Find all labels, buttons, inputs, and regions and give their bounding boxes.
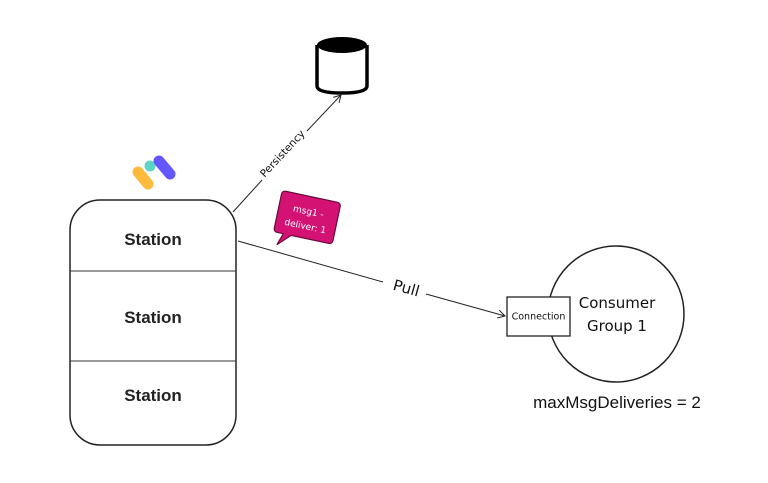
consumer-group: Consumer Group 1 xyxy=(547,245,685,383)
max-msg-deliveries-note: maxMsgDeliveries = 2 xyxy=(533,393,701,412)
station-container xyxy=(69,199,237,446)
station-label[interactable]: Station xyxy=(124,308,182,327)
consumer-group-line1: Consumer xyxy=(579,294,656,312)
connection-box[interactable]: Connection xyxy=(506,296,571,337)
connection-label: Connection xyxy=(512,312,566,323)
consumer-group-line2: Group 1 xyxy=(587,317,647,335)
message-bubble: msg1 - deliver: 1 xyxy=(273,190,341,246)
persistency-label: Persistency xyxy=(258,128,308,180)
station-stack: Station Station Station xyxy=(69,199,237,446)
station-label[interactable]: Station xyxy=(124,230,182,249)
database-cylinder-icon xyxy=(315,37,369,95)
station-label[interactable]: Station xyxy=(124,386,182,405)
pull-edge: Pull xyxy=(237,240,506,319)
memphis-logo-icon xyxy=(132,155,176,190)
pull-label: Pull xyxy=(391,276,421,300)
